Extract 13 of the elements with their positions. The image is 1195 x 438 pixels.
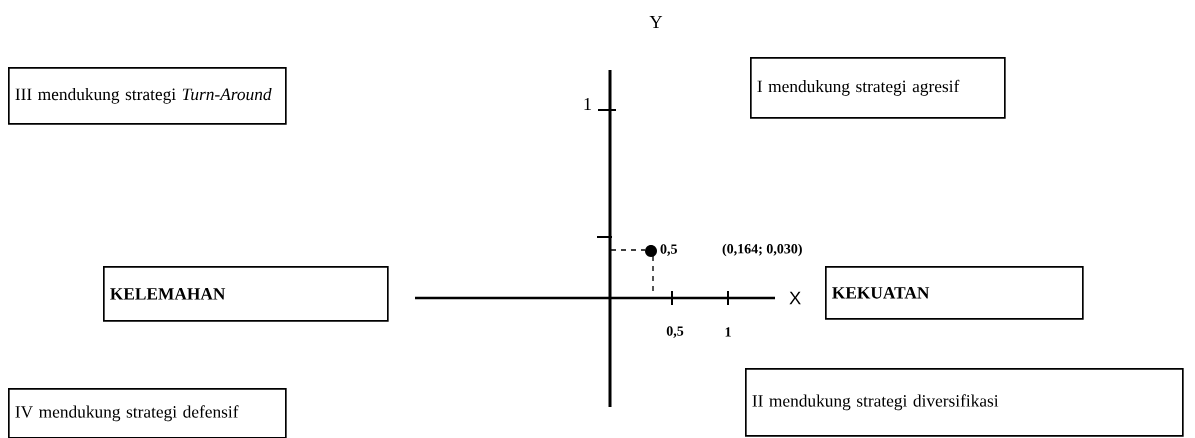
text-box: KELEMAHAN	[103, 266, 389, 322]
axis-label: X	[789, 291, 801, 305]
text-box: III mendukung strategi Turn-Around	[8, 67, 287, 125]
tick-label: 1	[584, 97, 591, 110]
axis-label: Y	[649, 16, 663, 28]
text-box: KEKUATAN	[825, 266, 1084, 320]
tick-label: 1	[725, 327, 731, 337]
text-box: IV mendukung strategi defensif	[8, 388, 287, 438]
point-label: (0,164; 0,030)	[722, 243, 802, 257]
tick-label: 0,5	[660, 244, 677, 256]
tick-label: 0,5	[666, 326, 684, 338]
text-box: I mendukung strategi agresif	[750, 57, 1006, 119]
text-box: II mendukung strategi diversifikasi	[745, 368, 1184, 437]
